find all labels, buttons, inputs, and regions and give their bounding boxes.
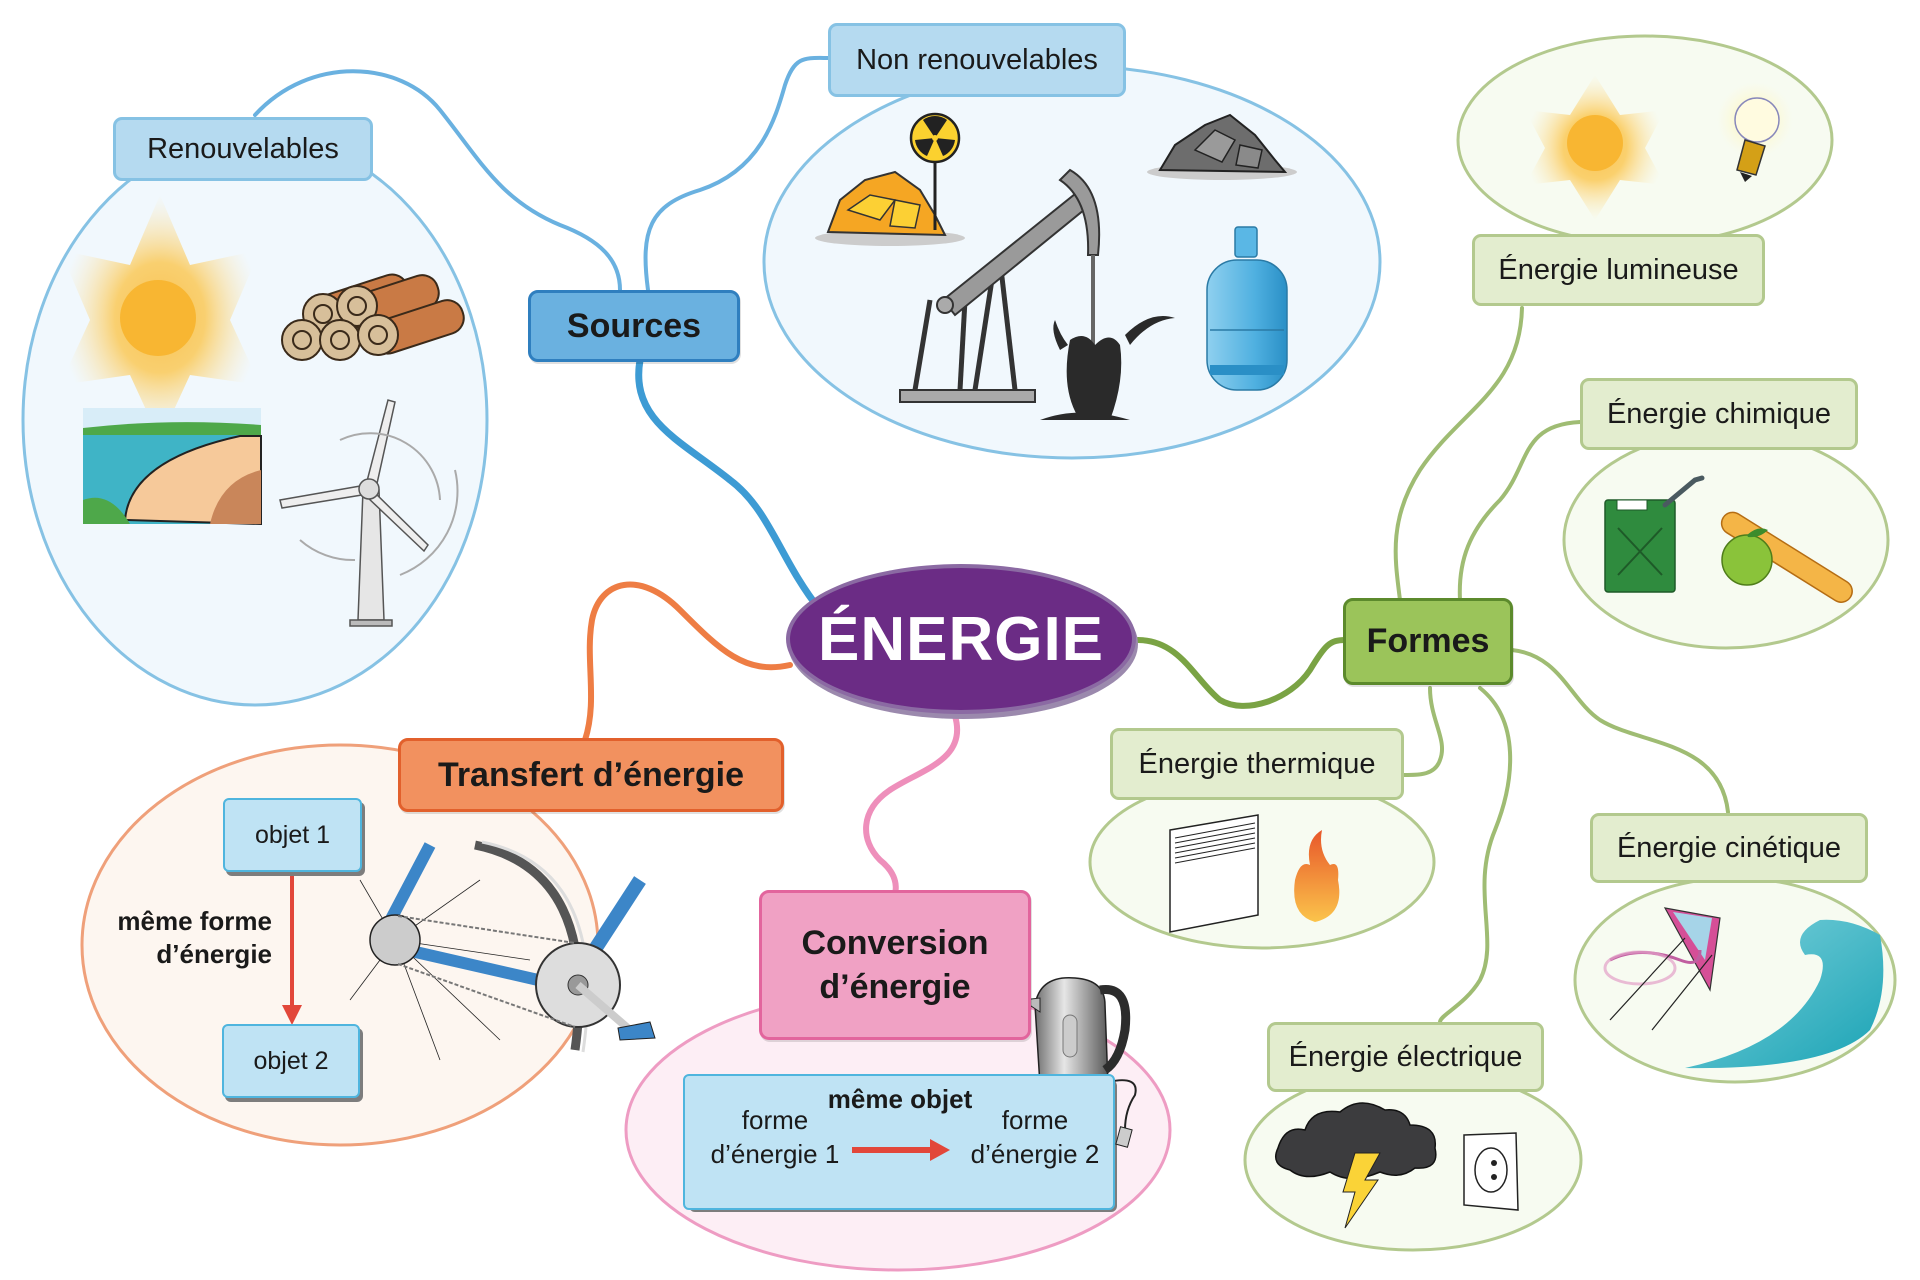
jerrycan-icon [1604,475,1705,593]
branch-transfert[interactable]: Transfert d’énergie [398,738,784,812]
transfert-arrow-label: même forme d’énergie [90,905,272,970]
logs-icon [281,273,465,361]
connector-sources-renouvelables [253,69,622,292]
conversion-same-object: même objet [827,1084,973,1114]
kettle-icon [1020,977,1137,1148]
sub-energie-electrique[interactable]: Énergie électrique [1267,1022,1544,1092]
sub-energie-chimique-label: Énergie chimique [1606,397,1832,430]
connector-sources-nonrenouvelables [643,55,832,292]
connector-center-formes [1135,637,1348,709]
apple-icon [1721,528,1773,586]
oil-splash-icon [1040,316,1175,420]
branch-sources[interactable]: Sources [528,290,740,362]
conversion-arrow [852,1147,934,1153]
connector-center-conversion [863,713,961,897]
sub-energie-lumineuse-label: Énergie lumineuse [1498,253,1739,286]
branch-formes-label: Formes [1366,622,1490,660]
connector-center-transfert [582,581,793,743]
branch-sources-label: Sources [566,306,702,345]
branch-conversion-label-line2: d’énergie [819,968,971,1006]
conversion-to-line1: forme [1001,1105,1069,1135]
branch-conversion-label-line1: Conversion [801,923,989,962]
connector-formes-cinetique [1510,648,1730,814]
connector-center-sources [635,356,824,614]
connector-formes-chimique [1457,420,1582,602]
radiator-icon [1169,814,1259,933]
transfert-arrow-label-line2: d’énergie [156,938,272,969]
bicycle-drivetrain-icon [349,840,656,1061]
branch-transfert-label: Transfert d’énergie [437,755,745,794]
objet-2-box: objet 2 [222,1024,360,1098]
connector-formes-electrique [1438,686,1513,1024]
thermique-bubble [1088,774,1436,950]
objet-1-box: objet 1 [223,798,362,872]
branch-formes[interactable]: Formes [1343,598,1513,685]
objet-2-label: objet 2 [253,1046,329,1075]
central-topic-energie[interactable]: ÉNERGIE [786,564,1136,714]
sub-non-renouvelables[interactable]: Non renouvelables [828,23,1126,97]
sub-energie-electrique-label: Énergie électrique [1288,1040,1523,1073]
arrow-objet1-objet2 [282,874,302,1025]
dam-icon [83,408,262,526]
sub-renouvelables-label: Renouvelables [147,132,339,165]
sub-renouvelables[interactable]: Renouvelables [113,117,373,181]
sub-energie-cinetique-label: Énergie cinétique [1616,831,1842,864]
conversion-to-line2: d’énergie 2 [970,1138,1100,1169]
sub-non-renouvelables-label: Non renouvelables [856,43,1098,76]
wave-icon [1685,919,1884,1069]
sun-icon-lumineuse [1525,75,1665,220]
conversion-from-line1: forme [741,1105,809,1135]
connector-formes-lumineuse [1393,306,1524,602]
gas-bottle-icon [1206,226,1288,391]
transfert-arrow-label-line1: même forme [117,906,272,936]
branch-conversion[interactable]: Conversion d’énergie [759,890,1031,1040]
connectors [253,55,1730,1024]
sub-energie-thermique-label: Énergie thermique [1138,747,1376,780]
uranium-ore-icon [815,170,965,246]
wind-turbine-icon [279,399,459,627]
conversion-from-form: forme d’énergie 1 [700,1104,850,1172]
radioactive-sign-icon [909,112,961,230]
flame-icon [1294,830,1340,922]
storm-cloud-icon [1275,1102,1437,1229]
objet-1-label: objet 1 [254,820,331,849]
sub-energie-chimique[interactable]: Énergie chimique [1580,378,1858,450]
conversion-inner-box [683,1074,1115,1210]
conversion-arrow-head [930,1139,950,1161]
sub-energie-cinetique[interactable]: Énergie cinétique [1590,813,1868,883]
sun-icon [60,195,260,440]
connector-formes-thermique [1402,686,1444,777]
sub-energie-lumineuse[interactable]: Énergie lumineuse [1472,234,1765,306]
conversion-from-line2: d’énergie 1 [710,1138,840,1169]
conversion-to-form: forme d’énergie 2 [960,1104,1110,1172]
central-topic-label: ÉNERGIE [817,604,1105,674]
power-outlet-icon [1463,1132,1519,1211]
coal-icon [1147,113,1297,180]
light-bulb-icon [1717,82,1793,182]
kite-icon [1603,907,1721,1031]
sub-energie-thermique[interactable]: Énergie thermique [1110,728,1404,800]
